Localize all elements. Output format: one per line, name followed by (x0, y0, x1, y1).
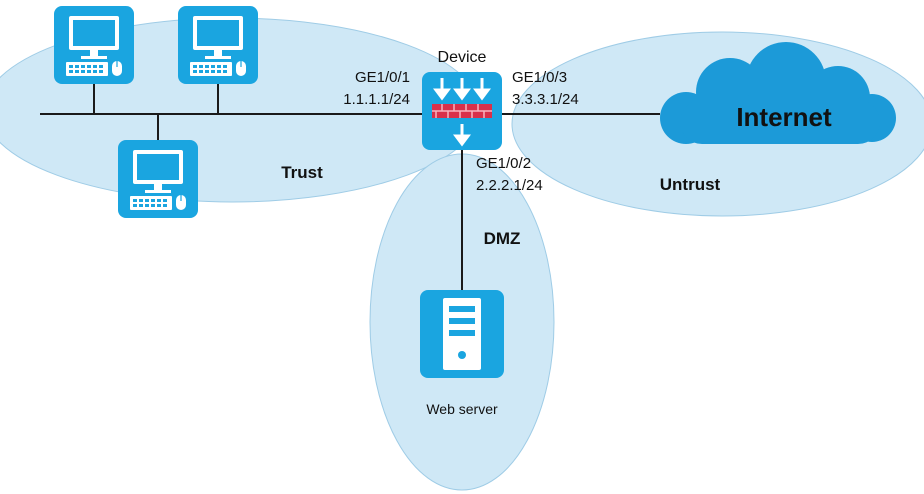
interface-name-ge1-0-3: GE1/0/3 (512, 69, 567, 86)
desktop-computer-icon (117, 139, 199, 219)
server-icon (420, 290, 504, 378)
interface-ip-ge1-0-1: 1.1.1.1/24 (343, 91, 410, 108)
desktop-computer-icon (177, 5, 259, 85)
dmz-zone-label: DMZ (484, 229, 521, 248)
desktop-computer-icon (53, 5, 135, 85)
interface-name-ge1-0-1: GE1/0/1 (355, 69, 410, 86)
cloud-label: Internet (736, 102, 832, 132)
interface-ip-ge1-0-2: 2.2.2.1/24 (476, 177, 543, 194)
firewall-icon (422, 72, 502, 150)
interface-name-ge1-0-2: GE1/0/2 (476, 155, 531, 172)
cloud-icon (660, 42, 896, 144)
links (40, 84, 660, 290)
untrust-zone-label: Untrust (660, 175, 721, 194)
interface-ip-ge1-0-3: 3.3.3.1/24 (512, 91, 579, 108)
server-label: Web server (426, 401, 498, 417)
trust-zone-label: Trust (281, 163, 323, 182)
device-label: Device (438, 49, 487, 66)
